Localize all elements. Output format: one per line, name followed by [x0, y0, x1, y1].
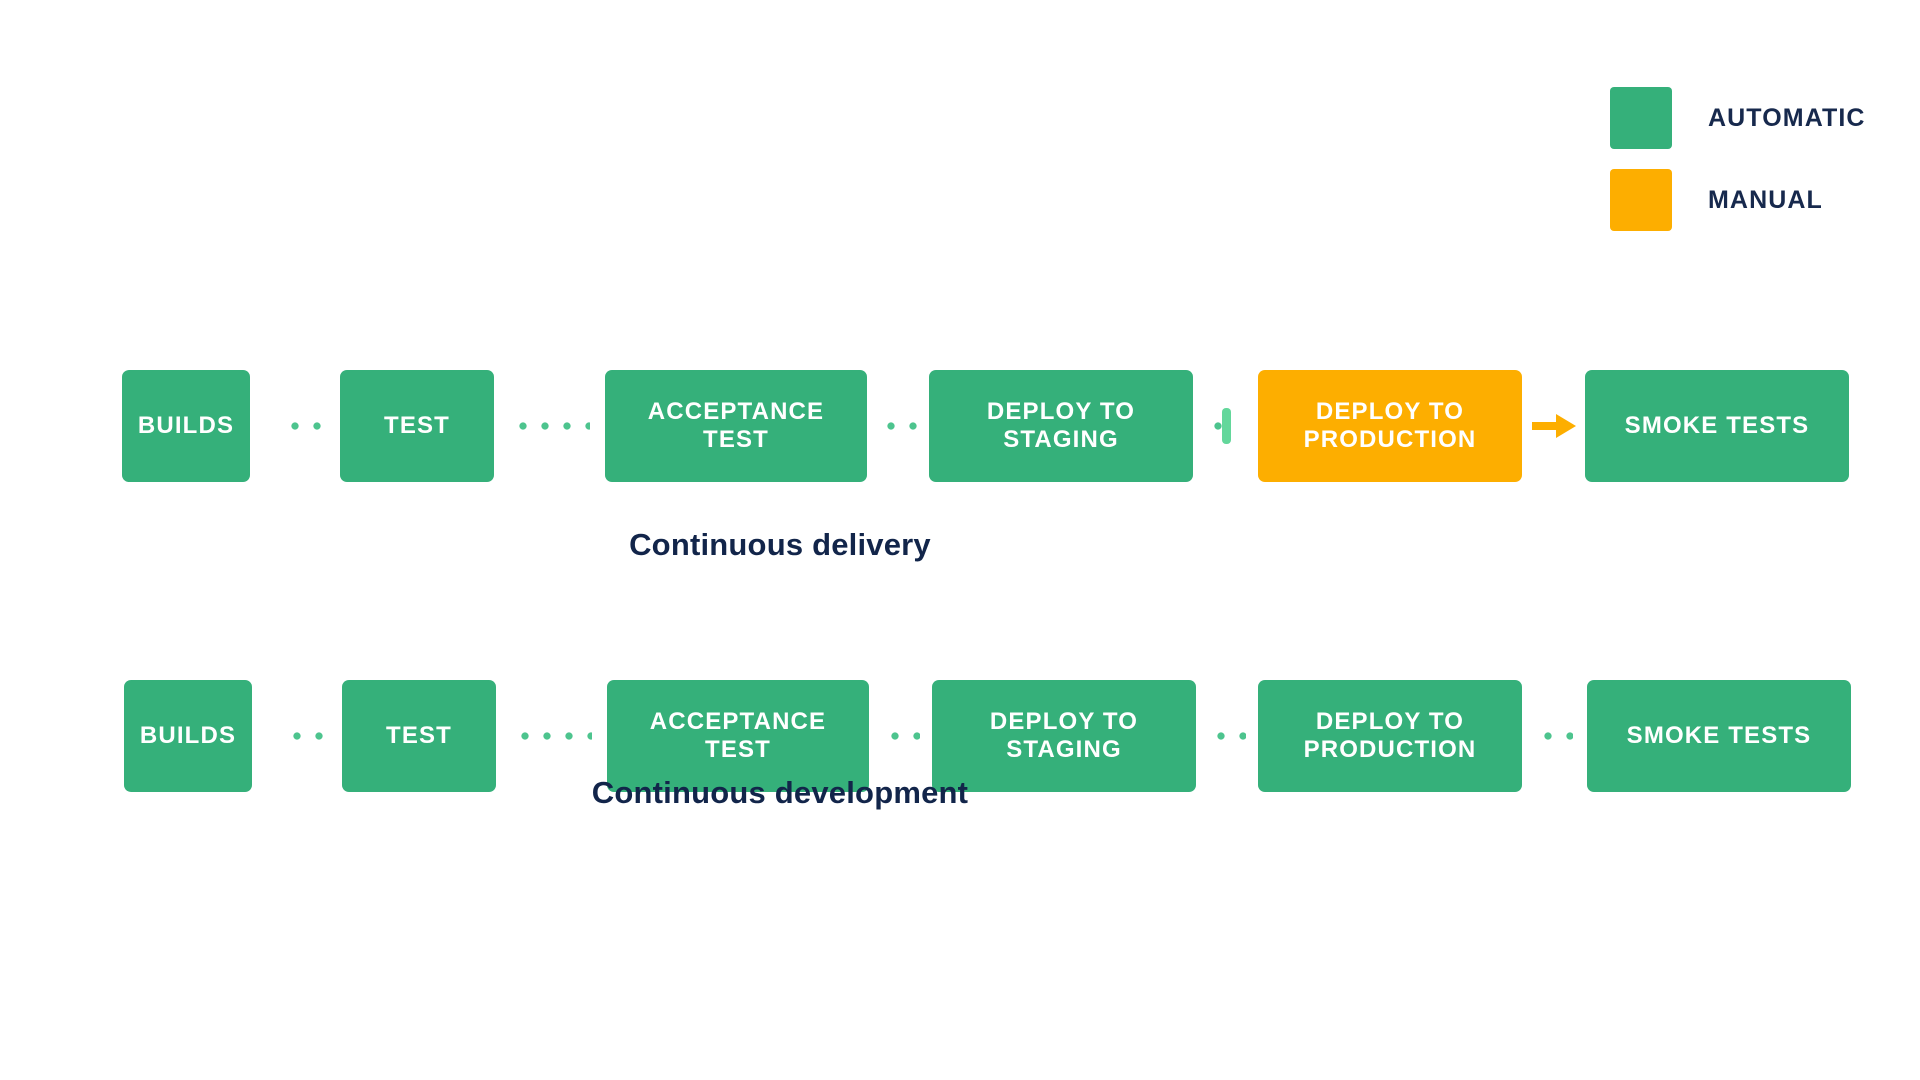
stage-box-builds[interactable]: BUILDS [124, 680, 252, 792]
connector-dotted [880, 421, 920, 431]
stage-label: SMOKE TESTS [1624, 411, 1810, 439]
connector-dotted [284, 421, 324, 431]
connector-dots [286, 731, 326, 741]
legend-swatch-manual [1610, 169, 1672, 231]
legend-item-manual: MANUAL [1610, 169, 1866, 231]
connector-dots [884, 731, 920, 741]
stage-label: DEPLOY TO STAGING [989, 707, 1139, 763]
connector-dotted [1537, 731, 1573, 741]
stage-box-deploy-to-production[interactable]: DEPLOY TO PRODUCTION [1258, 680, 1522, 792]
legend-label-manual: MANUAL [1708, 185, 1823, 214]
caption-continuous-development: Continuous development [591, 775, 969, 810]
legend: AUTOMATIC MANUAL [1610, 87, 1866, 252]
connector-dots [512, 421, 590, 431]
connector-arrow [1532, 412, 1576, 440]
stage-box-acceptance-test[interactable]: ACCEPTANCE TEST [605, 370, 867, 482]
stage-label: DEPLOY TO PRODUCTION [1303, 397, 1477, 453]
stage-label: SMOKE TESTS [1626, 721, 1812, 749]
stage-box-test[interactable]: TEST [340, 370, 494, 482]
stage-box-builds[interactable]: BUILDS [122, 370, 250, 482]
connector-bar [1222, 408, 1231, 444]
stage-label: DEPLOY TO STAGING [986, 397, 1136, 453]
connector-dots [514, 731, 592, 741]
stage-box-test[interactable]: TEST [342, 680, 496, 792]
stage-box-acceptance-test[interactable]: ACCEPTANCE TEST [607, 680, 869, 792]
legend-label-automatic: AUTOMATIC [1708, 103, 1866, 132]
connector-dotted [1210, 731, 1246, 741]
connector-dots [880, 421, 920, 431]
connector-dots [1210, 731, 1246, 741]
stage-box-smoke-tests[interactable]: SMOKE TESTS [1585, 370, 1849, 482]
stage-label: TEST [384, 411, 450, 439]
caption-continuous-delivery: Continuous delivery [629, 527, 931, 562]
stage-box-deploy-to-staging[interactable]: DEPLOY TO STAGING [929, 370, 1193, 482]
stage-label: BUILDS [137, 411, 235, 439]
connector-dotted [512, 421, 590, 431]
connector-dots [284, 421, 324, 431]
legend-item-automatic: AUTOMATIC [1610, 87, 1866, 149]
stage-label: DEPLOY TO PRODUCTION [1303, 707, 1477, 763]
legend-swatch-automatic [1610, 87, 1672, 149]
stage-box-smoke-tests[interactable]: SMOKE TESTS [1587, 680, 1851, 792]
stage-label: TEST [386, 721, 452, 749]
connector-dotted [286, 731, 326, 741]
stage-label: BUILDS [139, 721, 237, 749]
stage-label: ACCEPTANCE TEST [647, 397, 825, 453]
pipeline-continuous-delivery: BUILDS TEST ACCEPTANCE TEST DEPLOY TO STAGI… [0, 370, 1920, 490]
stage-label: ACCEPTANCE TEST [649, 707, 827, 763]
stage-box-deploy-to-staging[interactable]: DEPLOY TO STAGING [932, 680, 1196, 792]
stage-box-deploy-to-production[interactable]: DEPLOY TO PRODUCTION [1258, 370, 1522, 482]
connector-dotted [884, 731, 920, 741]
connector-dots [1207, 421, 1225, 431]
connector-dot-and-bar [1207, 421, 1225, 431]
pipeline-continuous-development: BUILDS TEST ACCEPTANCE TEST DEPLOY TO STAGI… [0, 680, 1920, 800]
connector-dotted [514, 731, 592, 741]
connector-dots [1537, 731, 1573, 741]
